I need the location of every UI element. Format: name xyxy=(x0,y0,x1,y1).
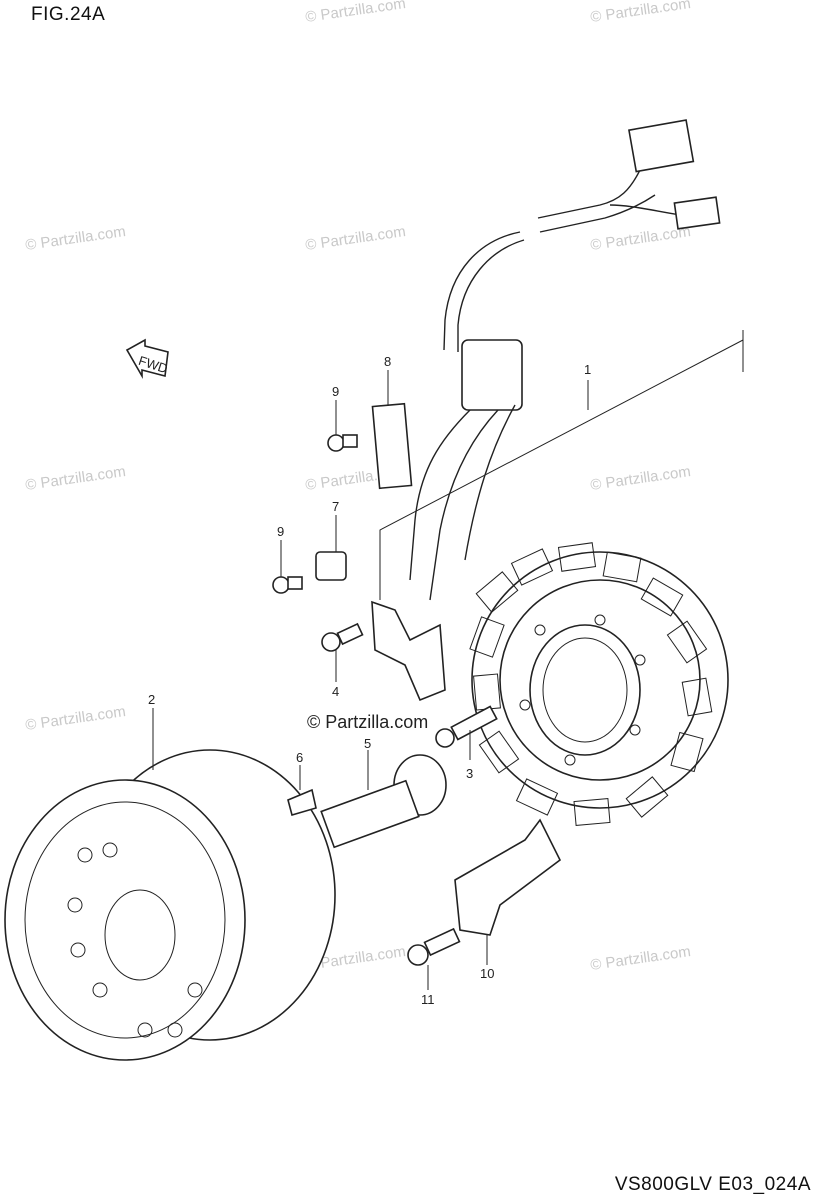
screw xyxy=(272,576,303,594)
stator-coil xyxy=(469,542,729,826)
callouts: 1 2 3 4 5 6 7 8 9 9 10 11 xyxy=(148,354,591,1007)
leader-lines xyxy=(152,330,744,990)
watermark-main: © Partzilla.com xyxy=(307,712,429,732)
callout-10: 10 xyxy=(480,966,494,981)
callout-11: 11 xyxy=(421,992,435,1007)
front-arrow-icon: FWD xyxy=(125,338,170,379)
pickup-sensor xyxy=(371,600,446,702)
bracket xyxy=(454,818,562,936)
callout-5: 5 xyxy=(364,736,371,751)
drawing-code: VS800GLV E03_024A xyxy=(614,1174,811,1195)
callout-9b: 9 xyxy=(277,524,284,539)
flywheel-rotor xyxy=(4,749,336,1061)
callout-9a: 9 xyxy=(332,384,339,399)
callout-4: 4 xyxy=(332,684,339,699)
callout-3: 3 xyxy=(466,766,473,781)
screw xyxy=(327,434,358,452)
clamp-plate xyxy=(371,402,413,490)
wire-harness xyxy=(409,119,721,601)
screw xyxy=(321,622,364,652)
callout-6: 6 xyxy=(296,750,303,765)
callout-8: 8 xyxy=(384,354,391,369)
figure-title: FIG.24A xyxy=(31,4,106,25)
callout-7: 7 xyxy=(332,499,339,514)
wire-clamp xyxy=(315,551,347,581)
callout-1: 1 xyxy=(584,362,591,377)
woodruff-key xyxy=(287,788,317,816)
stud-bolt xyxy=(320,754,447,849)
bolt xyxy=(407,927,461,966)
screw xyxy=(435,705,498,748)
callout-2: 2 xyxy=(148,692,155,707)
